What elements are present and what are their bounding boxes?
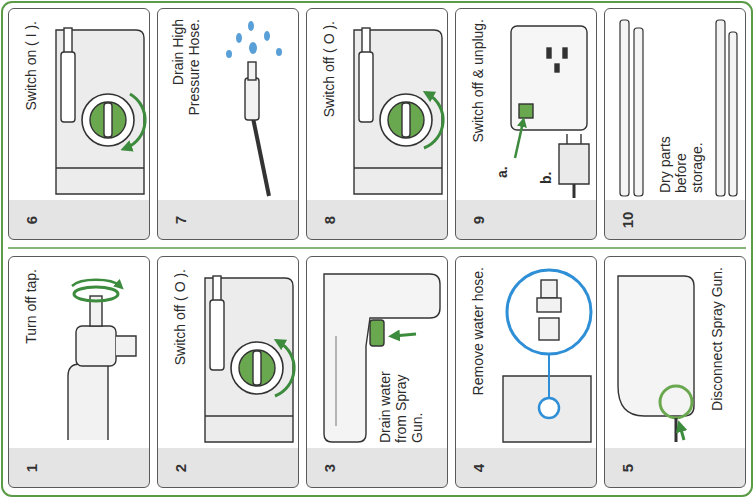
step-number: 7	[172, 203, 189, 237]
step-number: 5	[619, 451, 636, 485]
step-number: 4	[470, 451, 487, 485]
hose-drawing	[226, 21, 282, 196]
step-number: 9	[470, 203, 487, 237]
step-panel: Switch on ( I ). 6	[8, 8, 150, 240]
parts-drawing	[620, 20, 737, 196]
switch-drawing	[56, 28, 145, 194]
step-caption: Drain water from Spray Gun.	[377, 355, 425, 443]
step-panel: Switch off & unplug. 9	[455, 8, 597, 240]
step-panel: Dry parts before storage. 10	[604, 8, 746, 240]
step-caption: Disconnect Spray Gun.	[709, 267, 725, 427]
step-panel: Switch off ( O ). 8	[306, 8, 448, 240]
step-caption: Switch off & unplug.	[470, 19, 486, 169]
step-number: 1	[23, 451, 40, 485]
step-panel: Remove water hose. 4	[455, 256, 597, 488]
number-strips	[9, 200, 745, 487]
switch-drawing	[354, 28, 443, 194]
step-panel: Drain High Pressure Hose. 7	[157, 8, 299, 240]
step-panel: Switch off ( O ). 2	[157, 256, 299, 488]
step-panel: Disconnect Spray Gun. 5	[604, 256, 746, 488]
step-caption: Turn off tap.	[23, 269, 39, 389]
step-panel: Turn off tap. 1	[8, 256, 150, 488]
part-letter: b.	[539, 172, 554, 184]
step-panel: Drain water from Spray Gun. 3	[306, 256, 448, 488]
spray-gun-drawing	[324, 274, 440, 442]
socket-drawing	[511, 26, 589, 198]
step-number: 8	[321, 203, 338, 237]
step-caption: Switch on ( I ).	[23, 21, 39, 141]
step-caption: Dry parts before storage.	[657, 105, 705, 193]
water-hose-drawing	[503, 270, 591, 442]
step-caption: Switch off ( O ).	[321, 21, 337, 151]
step-number: 10	[619, 203, 636, 237]
step-caption: Drain High Pressure Hose.	[170, 19, 202, 129]
step-number: 6	[23, 203, 40, 237]
switch-drawing	[205, 276, 294, 442]
step-caption: Remove water hose.	[470, 267, 486, 417]
step-caption: Switch off ( O ).	[172, 269, 188, 399]
step-number: 3	[321, 451, 338, 485]
spray-gun-drawing	[618, 276, 694, 442]
part-letter: a.	[495, 166, 510, 178]
row-divider	[8, 247, 746, 249]
tap-drawing	[68, 280, 136, 440]
step-number: 2	[172, 451, 189, 485]
